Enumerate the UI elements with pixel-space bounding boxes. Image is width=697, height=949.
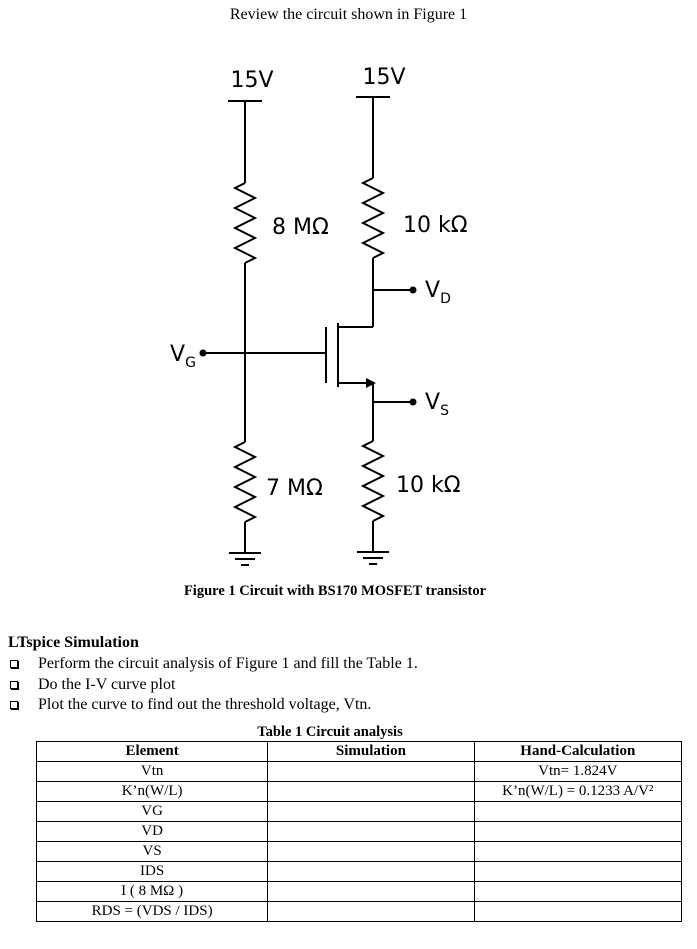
bullet-item: Plot the curve to find out the threshold… (8, 695, 418, 716)
table-row: I ( 8 MΩ ) (35, 881, 683, 902)
table-row: Vtn Vtn= 1.824V (35, 761, 683, 782)
table-row: IDS (35, 861, 683, 882)
section-title: LTspice Simulation (8, 634, 139, 651)
element-cell: VD (35, 821, 269, 842)
bullet-item: Perform the circuit analysis of Figure 1… (8, 654, 418, 675)
element-cell: Vtn (35, 761, 269, 782)
vd-label: VD (425, 278, 451, 307)
supply-right-label: 15V (362, 65, 405, 90)
table-row: K’n(W/L) K’n(W/L) = 0.1233 A/V² (35, 781, 683, 802)
figure-caption: Figure 1 Circuit with BS170 MOSFET trans… (183, 583, 487, 599)
hand-cell: Vtn= 1.824V (473, 761, 683, 782)
header-element: Element (35, 741, 269, 762)
simulation-cell[interactable] (267, 901, 475, 922)
rs-resistor (360, 440, 386, 522)
vg-label: VG (170, 342, 196, 371)
bullet-list: Perform the circuit analysis of Figure 1… (8, 654, 418, 716)
vg-node-dot (199, 349, 207, 357)
table-row: VD (35, 821, 683, 842)
rd-label: 10 kΩ (403, 213, 468, 238)
table-header-row: Element Simulation Hand-Calculation (35, 741, 683, 762)
table-caption: Table 1 Circuit analysis (257, 724, 403, 740)
table-row: VS (35, 841, 683, 862)
rd-resistor (360, 177, 386, 259)
element-cell: RDS = (VDS / IDS) (35, 901, 269, 922)
supply-left-label: 15V (230, 68, 273, 93)
vs-node-dot (409, 398, 417, 406)
simulation-cell[interactable] (267, 781, 475, 802)
bullet-item: Do the I-V curve plot (8, 675, 418, 696)
table-row: RDS = (VDS / IDS) (35, 901, 683, 922)
source-arrow (366, 378, 376, 388)
header-simulation: Simulation (267, 741, 475, 762)
square-bullet-icon (10, 701, 18, 709)
square-bullet-icon (10, 680, 18, 689)
hand-cell[interactable] (473, 861, 683, 882)
hand-cell[interactable] (473, 821, 683, 842)
circuit-analysis-table: Element Simulation Hand-Calculation Vtn … (35, 741, 683, 922)
simulation-cell[interactable] (267, 821, 475, 842)
element-cell: VS (35, 841, 269, 862)
element-cell: VG (35, 801, 269, 822)
header-hand-calculation: Hand-Calculation (473, 741, 683, 762)
r2-resistor (232, 441, 258, 523)
intro-text: Review the circuit shown in Figure 1 (229, 6, 468, 23)
element-cell: IDS (35, 861, 269, 882)
r1-label: 8 MΩ (272, 215, 329, 240)
vs-label: VS (425, 390, 449, 419)
hand-cell: K’n(W/L) = 0.1233 A/V² (473, 781, 683, 802)
table-row: VG (35, 801, 683, 822)
simulation-cell[interactable] (267, 881, 475, 902)
simulation-cell[interactable] (267, 801, 475, 822)
vd-node-dot (409, 286, 417, 294)
hand-cell[interactable] (473, 901, 683, 922)
simulation-cell[interactable] (267, 841, 475, 862)
simulation-cell[interactable] (267, 861, 475, 882)
r2-label: 7 MΩ (266, 476, 323, 501)
element-cell: I ( 8 MΩ ) (35, 881, 269, 902)
element-cell: K’n(W/L) (35, 781, 269, 802)
simulation-cell[interactable] (267, 761, 475, 782)
hand-cell[interactable] (473, 881, 683, 902)
r1-resistor (232, 182, 258, 264)
hand-cell[interactable] (473, 801, 683, 822)
circuit-diagram: 15V 15V 8 MΩ 10 kΩ 7 MΩ 10 kΩ VG VD VS (170, 65, 468, 566)
square-bullet-icon (10, 660, 18, 668)
rs-label: 10 kΩ (396, 473, 461, 498)
hand-cell[interactable] (473, 841, 683, 862)
